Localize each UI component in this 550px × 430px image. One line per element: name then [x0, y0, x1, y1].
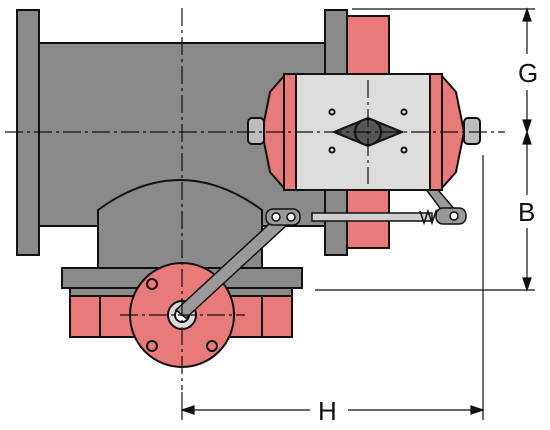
- actuator-mount-hole: [400, 146, 408, 154]
- g-arrow-bottom: [522, 119, 532, 134]
- hub-bolt-hole: [206, 340, 218, 352]
- bottom-left-block-outer: [69, 292, 101, 338]
- left-adjust-screw: [247, 117, 265, 145]
- dimension-h: H: [180, 396, 485, 426]
- hub-bolt-hole: [146, 340, 158, 352]
- tie-rod: [311, 212, 433, 222]
- linkage: [174, 183, 467, 319]
- actuator-mount-hole: [328, 146, 336, 154]
- upper-clamp-block: [346, 15, 390, 75]
- actuator-mount-hole: [400, 108, 408, 116]
- dimension-b: B: [518, 130, 535, 292]
- dimension-g: G: [518, 7, 538, 134]
- centerlines: [5, 8, 505, 390]
- valve-dome: [97, 179, 263, 271]
- h-arrow-right: [470, 405, 485, 415]
- hub-bolt-hole: [146, 278, 158, 290]
- pivot-pin-left: [271, 212, 281, 222]
- actuator-mount-hole: [328, 108, 336, 116]
- b-dimension-label: B: [518, 197, 535, 227]
- bellcrank-pin: [449, 211, 459, 221]
- b-arrow-bottom: [522, 277, 532, 292]
- g-dimension-label: G: [518, 58, 538, 88]
- right-adjust-screw: [463, 117, 481, 145]
- h-dimension-label: H: [318, 396, 337, 425]
- pivot-pin-right: [286, 212, 296, 222]
- g-arrow-top: [522, 7, 532, 22]
- h-arrow-left: [180, 405, 195, 415]
- b-arrow-top: [522, 130, 532, 145]
- dimension-lines: [181, 8, 535, 420]
- bottom-right-block-outer: [261, 292, 293, 338]
